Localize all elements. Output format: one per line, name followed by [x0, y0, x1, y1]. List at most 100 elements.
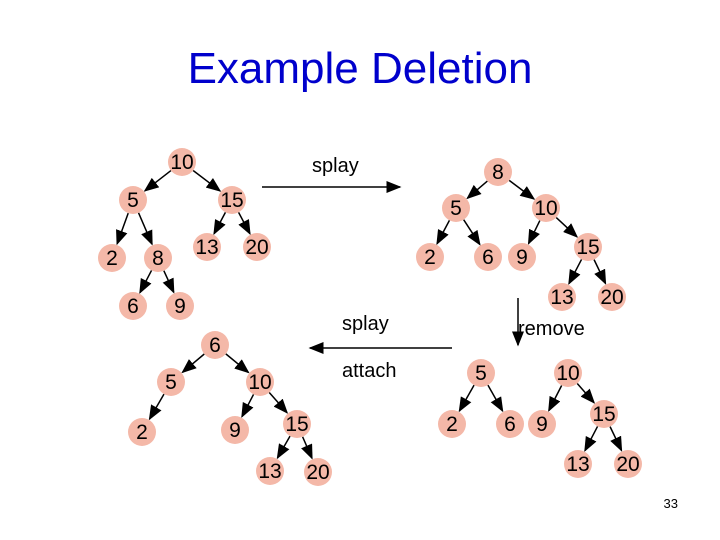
tree-1-node-label: 8	[152, 247, 164, 270]
tree-1-node-8: 8	[144, 244, 172, 272]
tree-2-node-label: 10	[534, 197, 557, 220]
tree-4-node-circle	[256, 457, 284, 485]
tree-4-node-13: 13	[256, 457, 284, 485]
tree-3-node-15: 15	[590, 400, 618, 428]
tree-2-node-label: 2	[424, 246, 436, 269]
tree-2-node-label: 8	[492, 161, 504, 184]
tree-2-node-label: 9	[516, 246, 528, 269]
tree-4-node-2: 2	[128, 418, 156, 446]
tree-4-node-label: 15	[285, 413, 308, 436]
tree-3-node-label: 20	[616, 453, 639, 476]
tree-4-node-label: 10	[248, 371, 271, 394]
tree-4-node-circle	[128, 418, 156, 446]
tree-4-node-label: 13	[258, 460, 281, 483]
tree-2-node-10: 10	[532, 194, 560, 222]
tree-2-edge-10-9	[527, 220, 541, 245]
tree-3-node-label: 2	[446, 413, 458, 436]
tree-3-node-label: 15	[592, 403, 615, 426]
tree-4-node-label: 9	[229, 419, 241, 442]
tree-4-node-label: 6	[209, 334, 221, 357]
tree-1-node-label: 20	[245, 236, 268, 259]
tree-4-edge-6-10	[225, 353, 250, 374]
tree-1-node-circle	[166, 292, 194, 320]
tree-4-node-5: 5	[157, 368, 185, 396]
tree-1-node-15: 15	[218, 186, 246, 214]
tree-1-edge-8-9	[162, 270, 175, 294]
tree-2-edge-5-2	[436, 220, 451, 246]
tree-1-edge-10-5	[143, 169, 172, 192]
tree-1-node-circle	[119, 186, 147, 214]
tree-4-node-circle	[246, 368, 274, 396]
tree-3-node-circle	[564, 450, 592, 478]
tree-4-node-circle	[283, 410, 311, 438]
tree-4-node-9: 9	[221, 416, 249, 444]
page-number: 33	[663, 496, 678, 511]
tree-3-node-label: 5	[475, 362, 487, 385]
tree-2-node-9: 9	[508, 243, 536, 271]
tree-2-edge-15-20	[593, 259, 607, 285]
tree-4-edge-15-20	[301, 436, 313, 460]
tree-3-node-20: 20	[614, 450, 642, 478]
tree-3-node-10: 10	[554, 359, 582, 387]
tree-2-node-circle	[532, 194, 560, 222]
tree-3-node-2: 2	[438, 410, 466, 438]
tree-2-node-15: 15	[574, 233, 602, 261]
tree-3-node-label: 10	[556, 362, 579, 385]
tree-3-node-circle	[438, 410, 466, 438]
tree-4-node-circle	[304, 458, 332, 486]
tree-2-node-circle	[598, 283, 626, 311]
tree-1-edge-15-20	[237, 212, 251, 236]
tree-1-node-label: 13	[195, 236, 218, 259]
splay-label-top: splay	[312, 155, 359, 177]
tree-2-node-circle	[416, 243, 444, 271]
tree-3-edge-15-13	[584, 426, 599, 453]
splay-label-mid: splay	[342, 313, 389, 335]
tree-4-node-20: 20	[304, 458, 332, 486]
tree-4-node-6: 6	[201, 331, 229, 359]
tree-1-node-circle	[98, 244, 126, 272]
tree-4-node-label: 2	[136, 421, 148, 444]
tree-2-node-circle	[574, 233, 602, 261]
tree-3-node-label: 6	[504, 413, 516, 436]
tree-1-node-20: 20	[243, 233, 271, 261]
tree-1-node-circle	[168, 148, 196, 176]
tree-4-edge-5-2	[148, 393, 165, 421]
tree-4-edge-10-9	[241, 394, 255, 419]
tree-2-node-label: 15	[576, 236, 599, 259]
tree-4-node-label: 5	[165, 371, 177, 394]
tree-4-edge-6-5	[181, 353, 205, 374]
tree-3-node-circle	[590, 400, 618, 428]
tree-2-node-label: 20	[600, 286, 623, 309]
tree-3-node-circle	[614, 450, 642, 478]
tree-1-edge-8-6	[139, 270, 153, 295]
tree-1-edge-5-2	[116, 212, 129, 246]
tree-3-node-5: 5	[467, 359, 495, 387]
tree-3-node-9: 9	[528, 410, 556, 438]
tree-1-node-label: 5	[127, 189, 139, 212]
tree-1-node-circle	[218, 186, 246, 214]
tree-4-node-label: 20	[306, 461, 329, 484]
tree-1-node-label: 9	[174, 295, 186, 318]
tree-4-node-10: 10	[246, 368, 274, 396]
tree-3-node-label: 13	[566, 453, 589, 476]
tree-2-node-8: 8	[484, 158, 512, 186]
tree-2-node-circle	[548, 283, 576, 311]
tree-1-node-label: 6	[127, 295, 139, 318]
tree-3-edge-10-9	[548, 385, 563, 412]
tree-3-node-circle	[554, 359, 582, 387]
tree-2-node-label: 13	[550, 286, 573, 309]
tree-4-node-circle	[201, 331, 229, 359]
tree-4-edge-10-15	[268, 392, 289, 414]
tree-2-edge-8-5	[466, 180, 488, 200]
tree-1-node-10: 10	[168, 148, 196, 176]
tree-1-node-label: 10	[170, 151, 193, 174]
tree-2-node-circle	[484, 158, 512, 186]
tree-1-node-5: 5	[119, 186, 147, 214]
remove-label: remove	[518, 318, 585, 340]
tree-1-node-13: 13	[193, 233, 221, 261]
tree-1-node-6: 6	[119, 292, 147, 320]
tree-3-node-circle	[496, 410, 524, 438]
tree-1-node-2: 2	[98, 244, 126, 272]
tree-3-node-circle	[528, 410, 556, 438]
